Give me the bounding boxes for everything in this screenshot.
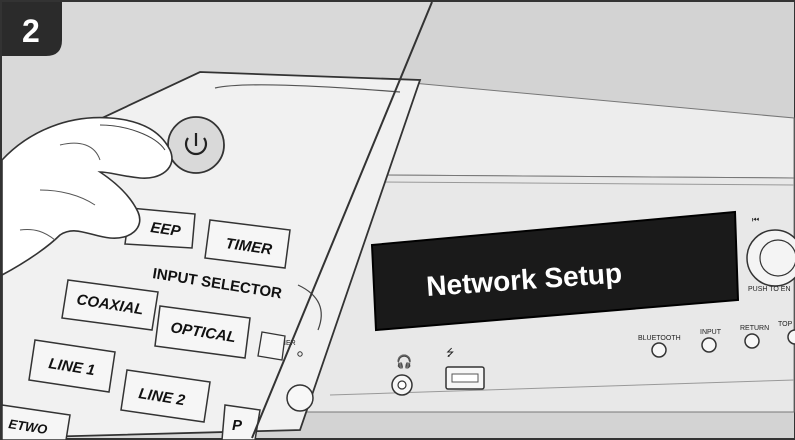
input-button[interactable]: INPUT — [700, 329, 722, 353]
bluetooth-button[interactable]: BLUETOOTH — [638, 335, 681, 358]
front-display — [370, 210, 740, 332]
return-button[interactable]: RETURN — [740, 325, 769, 349]
svg-text:P: P — [232, 417, 243, 434]
p-button[interactable]: P — [221, 404, 261, 440]
hand — [1, 116, 173, 277]
skip-back-icon: ⏮ — [752, 215, 759, 224]
svg-text:TIMER: TIMER — [224, 235, 273, 258]
push-to-enter-label: PUSH TO EN — [748, 286, 791, 293]
svg-text:ETWO: ETWO — [8, 416, 49, 437]
jog-knob[interactable] — [746, 229, 795, 287]
optical-button[interactable]: OPTICAL — [154, 305, 251, 359]
sleep-button[interactable]: EEP — [124, 207, 196, 249]
top-button[interactable]: TOP — [778, 321, 795, 345]
side-label: IER — [284, 340, 296, 347]
coaxial-button[interactable]: COAXIAL — [61, 279, 159, 331]
svg-text:⏮: ⏮ — [752, 215, 759, 224]
svg-text:RETURN: RETURN — [740, 325, 769, 332]
step-badge: 2 — [2, 2, 62, 56]
headphone-jack: 🎧 — [391, 354, 413, 396]
headphone-icon: 🎧 — [396, 354, 412, 369]
network-button[interactable]: ETWO — [1, 404, 71, 440]
svg-text:BLUETOOTH: BLUETOOTH — [638, 335, 681, 342]
side-button[interactable] — [257, 331, 286, 361]
usb-port: ⭍ — [445, 347, 485, 390]
line1-button[interactable]: LINE 1 — [28, 339, 116, 393]
power-icon — [184, 133, 208, 156]
timer-button[interactable]: TIMER — [204, 219, 291, 269]
divider — [251, 1, 433, 439]
step-number: 2 — [22, 13, 40, 49]
svg-text:EEP: EEP — [149, 219, 182, 240]
usb-icon: ⭍ — [446, 347, 454, 359]
round-button[interactable] — [286, 384, 314, 412]
svg-text:INPUT: INPUT — [700, 329, 722, 336]
svg-text:TOP: TOP — [778, 321, 793, 328]
line2-button[interactable]: LINE 2 — [120, 369, 211, 423]
